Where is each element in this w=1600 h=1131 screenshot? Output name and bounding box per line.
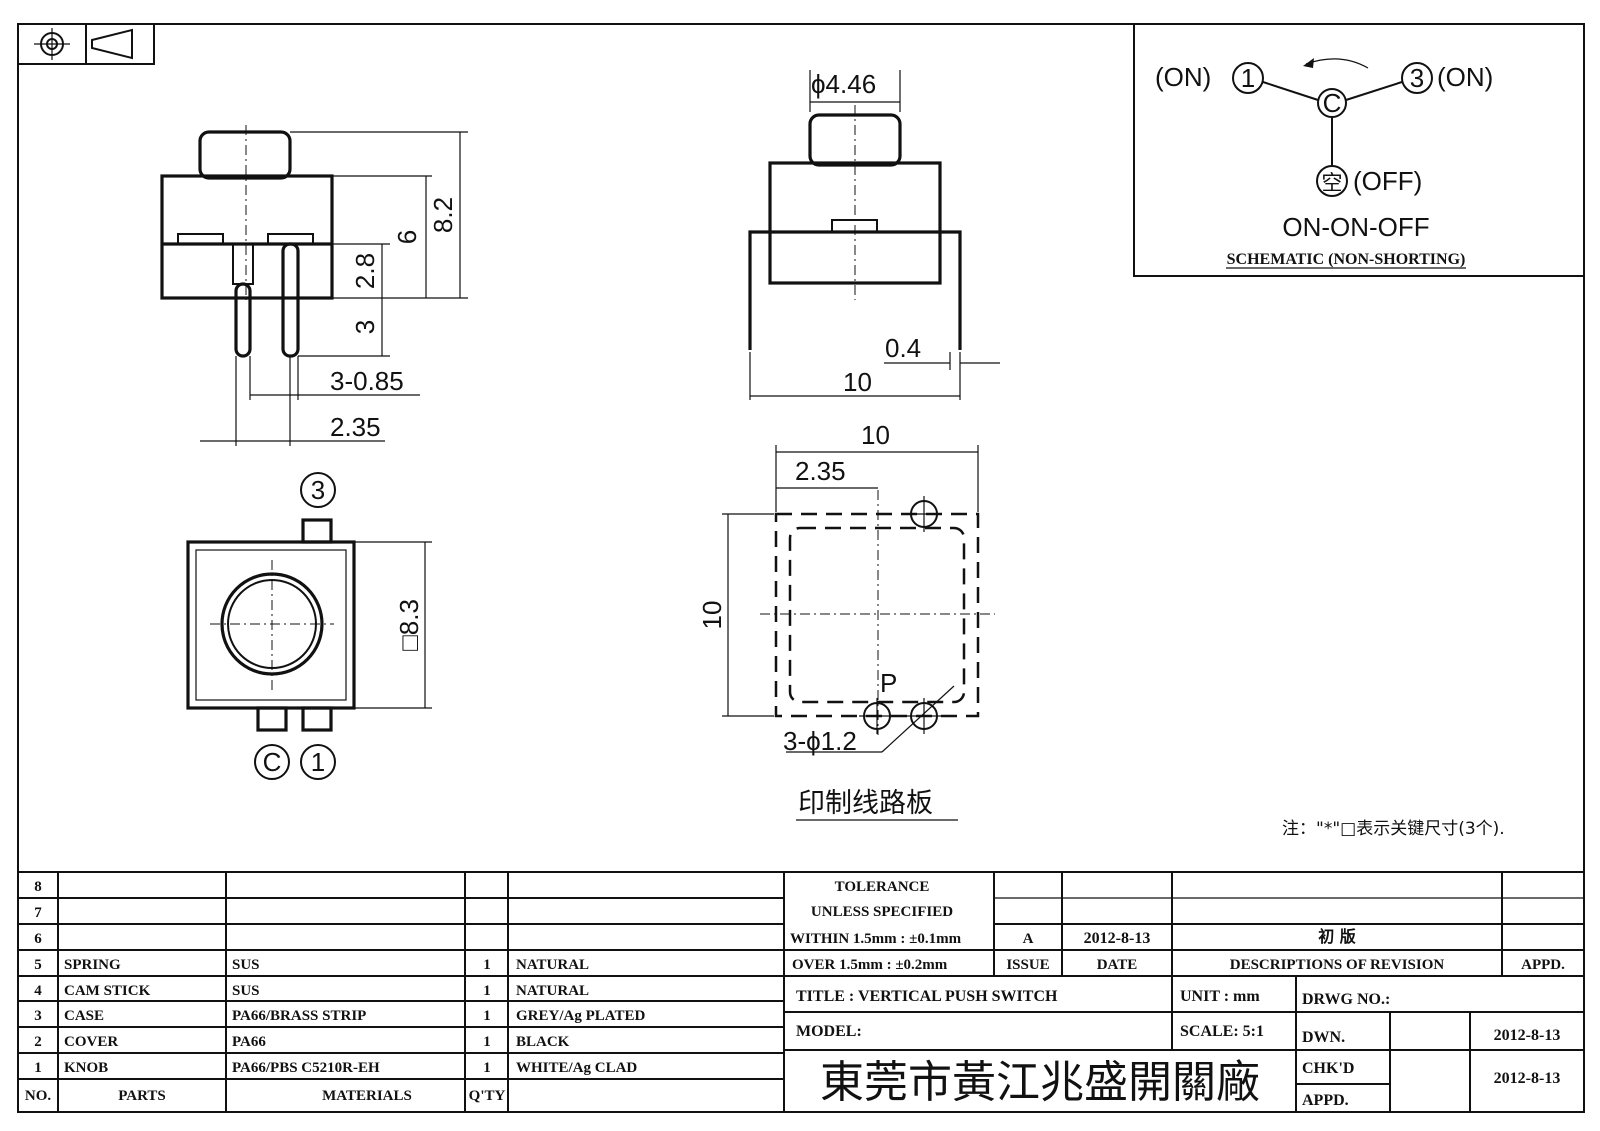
revision-header-desc: DESCRIPTIONS OF REVISION: [1230, 957, 1445, 973]
pcb-dim-10-height: 10: [697, 601, 727, 630]
tolerance-line-1: TOLERANCE: [835, 879, 930, 895]
drwg-no-label: DRWG NO.:: [1302, 991, 1390, 1008]
bom-row-2-finish: BLACK: [516, 1034, 570, 1050]
bom-row-4-finish: NATURAL: [516, 983, 589, 999]
dim-10-side: 10: [843, 367, 872, 397]
title-block: TITLE : VERTICAL PUSH SWITCH UNIT : mm D…: [784, 976, 1584, 1112]
model-label: MODEL:: [796, 1023, 862, 1040]
bom-row-3-finish: GREY/Ag PLATED: [516, 1008, 645, 1024]
bom-row-5-qty: 1: [483, 957, 491, 973]
pcb-dimensions: 10 2.35 10 3-ϕ1.2 印制线路板: [697, 420, 979, 821]
bom-row-1-no: 1: [34, 1060, 42, 1076]
front-view: [160, 125, 334, 358]
bom-header-no: NO.: [25, 1088, 52, 1104]
pin-1-label: 1: [311, 747, 325, 777]
dim-2-35: 2.35: [330, 412, 381, 442]
top-view: □8.3: [186, 518, 432, 732]
bom-row-5-no: 5: [34, 957, 42, 973]
revision-header-date: DATE: [1097, 957, 1138, 973]
bom-row-8-no: 8: [34, 879, 42, 895]
front-view-dimensions: 8.2 6 2.8 3 3-0.85 2.35: [200, 131, 468, 446]
title-text: TITLE : VERTICAL PUSH SWITCH: [796, 988, 1058, 1005]
dwn-label: DWN.: [1302, 1029, 1345, 1046]
schematic-node-1: 1: [1241, 63, 1255, 93]
tolerance-line-4: OVER 1.5mm : ±0.2mm: [792, 957, 948, 973]
dim-3: 3: [350, 320, 380, 334]
bom-row-3-qty: 1: [483, 1008, 491, 1024]
dim-0-4: 0.4: [885, 333, 921, 363]
dim-8-2: 8.2: [428, 197, 458, 233]
bom-row-7-no: 7: [34, 905, 42, 921]
tolerance-line-3: WITHIN 1.5mm : ±0.1mm: [790, 931, 962, 947]
bom-table: 8 7 6 5 SPRING SUS 1 NATURAL 4 CAM STICK…: [18, 871, 785, 1112]
pin-3-label: 3: [311, 475, 325, 505]
revision-header-appd: APPD.: [1521, 957, 1565, 973]
pcb-caption: 印制线路板: [798, 788, 933, 819]
dim-phi-4-46: ϕ4.46: [811, 69, 876, 99]
dim-6: 6: [392, 230, 422, 244]
projection-symbol-icon: [17, 23, 155, 65]
bom-row-1-part: KNOB: [64, 1060, 108, 1076]
schematic-caption: SCHEMATIC (NON-SHORTING): [1227, 251, 1466, 268]
key-dimension-note: 注："*"□表示关键尺寸(3个).: [1282, 819, 1505, 839]
dwn-date: 2012-8-13: [1494, 1027, 1561, 1044]
bom-row-1-material: PA66/PBS C5210R-EH: [232, 1060, 380, 1076]
scale-text: SCALE: 5:1: [1180, 1023, 1264, 1040]
bom-row-6-no: 6: [34, 931, 42, 947]
schematic-off: (OFF): [1353, 166, 1422, 196]
bom-row-5-material: SUS: [232, 957, 260, 973]
side-view: [748, 105, 962, 350]
side-view-dimensions: ϕ4.46 10 0.4: [749, 69, 1000, 400]
schematic-node-empty: 空: [1322, 171, 1343, 195]
bom-header-qty: Q'TY: [469, 1088, 506, 1104]
unit-text: UNIT : mm: [1180, 988, 1260, 1005]
bom-row-2-material: PA66: [232, 1034, 266, 1050]
pcb-dim-10-width: 10: [861, 420, 890, 450]
bom-row-4-no: 4: [34, 983, 42, 999]
schematic-node-c: C: [1323, 88, 1342, 118]
bom-row-1-finish: WHITE/Ag CLAD: [516, 1060, 637, 1076]
bom-row-4-part: CAM STICK: [64, 983, 151, 999]
pin-c-label: C: [263, 747, 282, 777]
bom-row-4-material: SUS: [232, 983, 260, 999]
chkd-label: CHK'D: [1302, 1060, 1354, 1077]
pcb-dim-holes: 3-ϕ1.2: [783, 726, 857, 756]
revision-header-issue: ISSUE: [1006, 957, 1049, 973]
dim-square-8-3: □8.3: [394, 599, 424, 651]
bom-header-materials: MATERIALS: [322, 1088, 412, 1104]
tolerance-line-2: UNLESS SPECIFIED: [811, 904, 953, 920]
schematic-node-3: 3: [1410, 63, 1424, 93]
bom-row-2-no: 2: [34, 1034, 42, 1050]
dim-2-8: 2.8: [350, 253, 380, 289]
dim-3-0-85: 3-0.85: [330, 366, 404, 396]
bom-row-3-material: PA66/BRASS STRIP: [232, 1008, 366, 1024]
pad-p-label: P: [880, 668, 897, 698]
chkd-date: 2012-8-13: [1494, 1070, 1561, 1087]
schematic-mode: ON-ON-OFF: [1282, 212, 1429, 242]
revision-date: 2012-8-13: [1084, 930, 1151, 947]
pcb-dim-2-35: 2.35: [795, 456, 846, 486]
appd-label: APPD.: [1302, 1092, 1349, 1109]
sheet-border: [17, 23, 1585, 1113]
revision-block: TOLERANCE UNLESS SPECIFIED WITHIN 1.5mm …: [18, 871, 1584, 977]
revision-desc: 初 版: [1318, 927, 1356, 946]
bom-row-5-finish: NATURAL: [516, 957, 589, 973]
schematic-box: (ON) 1 3 (ON) C 空 (OFF) ON-ON-OFF SCHEMA…: [1133, 23, 1585, 277]
schematic-on-right: (ON): [1437, 62, 1493, 92]
bom-header-parts: PARTS: [118, 1088, 166, 1104]
bom-row-5-part: SPRING: [64, 957, 121, 973]
bom-row-2-qty: 1: [483, 1034, 491, 1050]
pcb-layout: P: [760, 490, 995, 735]
bom-row-1-qty: 1: [483, 1060, 491, 1076]
bom-row-2-part: COVER: [64, 1034, 118, 1050]
bom-row-4-qty: 1: [483, 983, 491, 999]
revision-issue: A: [1023, 931, 1034, 947]
pin-labels: 3 C 1: [254, 472, 336, 780]
schematic-on-left: (ON): [1155, 62, 1211, 92]
bom-row-3-part: CASE: [64, 1008, 104, 1024]
bom-row-3-no: 3: [34, 1008, 42, 1024]
company-name: 東莞市黃江兆盛開關廠: [820, 1057, 1260, 1108]
